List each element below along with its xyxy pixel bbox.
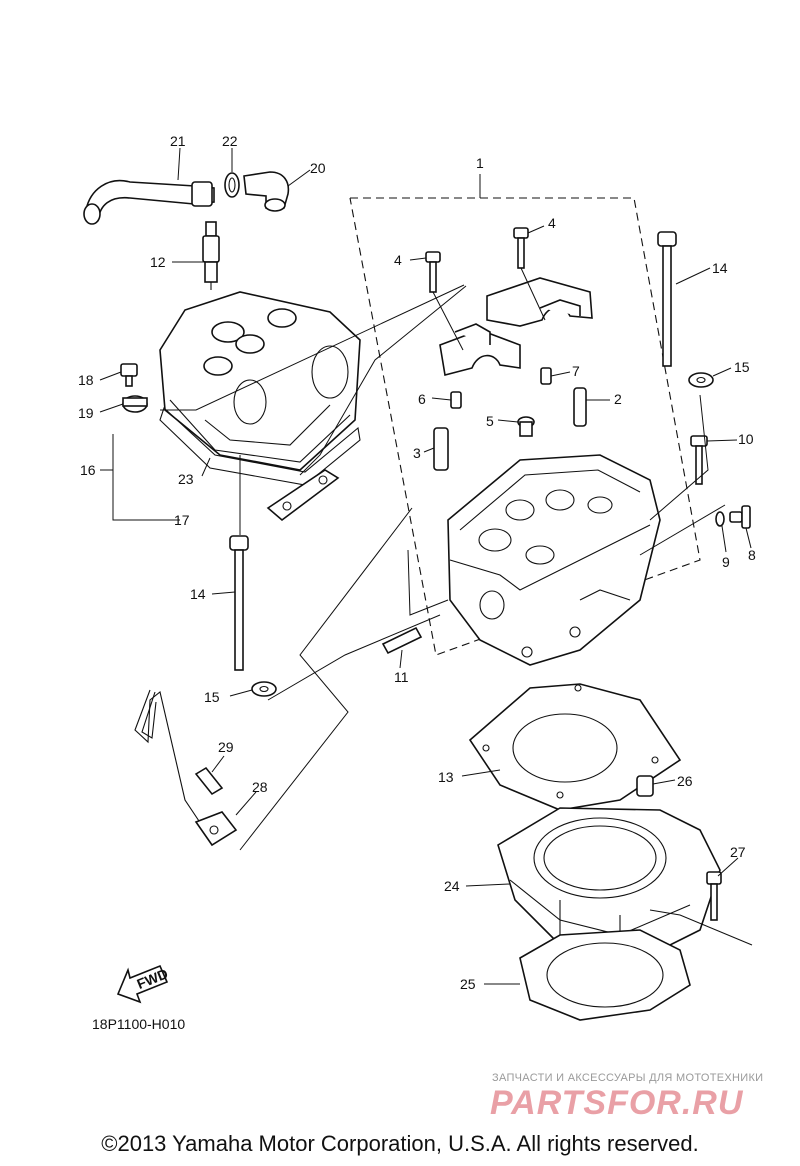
cylinder-gasket — [519, 929, 691, 1021]
head-washer-left — [251, 681, 277, 697]
callout-6: 6 — [418, 391, 426, 407]
callout-15a: 15 — [734, 359, 750, 375]
callout-24: 24 — [444, 878, 460, 894]
callout-18: 18 — [78, 372, 94, 388]
breather-hose — [83, 179, 215, 225]
cover-bolt — [120, 363, 138, 387]
callout-7: 7 — [572, 363, 580, 379]
breather-joint — [243, 171, 290, 212]
watermark-brand: PARTSFOR.RU — [490, 1084, 744, 1122]
cylinder-bolt — [706, 871, 722, 921]
callout-17: 17 — [174, 512, 190, 528]
washer-9 — [715, 511, 725, 527]
callout-2: 2 — [614, 391, 622, 407]
dowel-pin-6 — [450, 391, 462, 409]
union-bolt — [194, 766, 224, 796]
callout-23: 23 — [178, 471, 194, 487]
callout-28: 28 — [252, 779, 268, 795]
oil-delivery-pipe — [134, 689, 238, 847]
stud-bolt-3 — [433, 427, 449, 471]
plug-5 — [517, 416, 535, 437]
callout-14b: 14 — [190, 586, 206, 602]
bolt-8 — [729, 505, 751, 529]
cap-bolt-left — [425, 251, 441, 293]
callout-19: 19 — [78, 405, 94, 421]
cap-bolt-right — [513, 227, 529, 269]
callout-4b: 4 — [548, 215, 556, 231]
copyright-notice: ©2013 Yamaha Motor Corporation, U.S.A. A… — [101, 1131, 699, 1156]
callout-21: 21 — [170, 133, 186, 149]
callout-9: 9 — [722, 554, 730, 570]
callout-10: 10 — [738, 431, 754, 447]
callouts: 1 2 3 4 4 5 6 7 8 9 10 11 12 13 14 14 15… — [78, 133, 756, 992]
diagram-code: 18P1100-H010 — [92, 1016, 186, 1032]
bolt-10 — [690, 435, 708, 485]
hose-clip — [224, 172, 240, 198]
forward-arrow-icon: FWD — [116, 964, 170, 1004]
callout-15b: 15 — [204, 689, 220, 705]
callout-22: 22 — [222, 133, 238, 149]
stud-bolt-11 — [381, 626, 423, 655]
cylinder-head-gasket — [468, 683, 682, 811]
callout-16: 16 — [80, 462, 96, 478]
callout-29: 29 — [218, 739, 234, 755]
callout-25: 25 — [460, 976, 476, 992]
callout-5: 5 — [486, 413, 494, 429]
dowel-26 — [636, 775, 654, 797]
callout-12: 12 — [150, 254, 166, 270]
head-cover-gasket — [159, 407, 361, 486]
dowel-pin-7 — [540, 367, 552, 385]
head-guides — [239, 394, 726, 851]
cylinder — [497, 807, 721, 961]
callout-26: 26 — [677, 773, 693, 789]
head-bolt-right — [657, 231, 677, 367]
callout-20: 20 — [310, 160, 326, 176]
camshaft-caps — [439, 277, 593, 376]
callout-4a: 4 — [394, 252, 402, 268]
cover-grommet — [122, 395, 148, 413]
head-bolt-left — [229, 535, 249, 671]
callout-13: 13 — [438, 769, 454, 785]
callout-14a: 14 — [712, 260, 728, 276]
callout-3: 3 — [413, 445, 421, 461]
callout-11: 11 — [394, 669, 409, 685]
spark-plug — [202, 221, 220, 290]
callout-8: 8 — [748, 547, 756, 563]
head-washer-right — [688, 372, 714, 388]
cylinder-head-cover — [159, 291, 361, 471]
cover-plate — [266, 469, 340, 522]
cylinder-head — [447, 454, 661, 666]
stud-bolt-2 — [573, 387, 587, 427]
callout-27: 27 — [730, 844, 746, 860]
watermark-tagline: ЗАПЧАСТИ И АКСЕССУАРЫ ДЛЯ МОТОТЕХНИКИ — [492, 1072, 764, 1084]
cover-guides — [100, 284, 467, 535]
callout-1: 1 — [476, 155, 484, 171]
assembly-1-boundary — [349, 174, 701, 656]
